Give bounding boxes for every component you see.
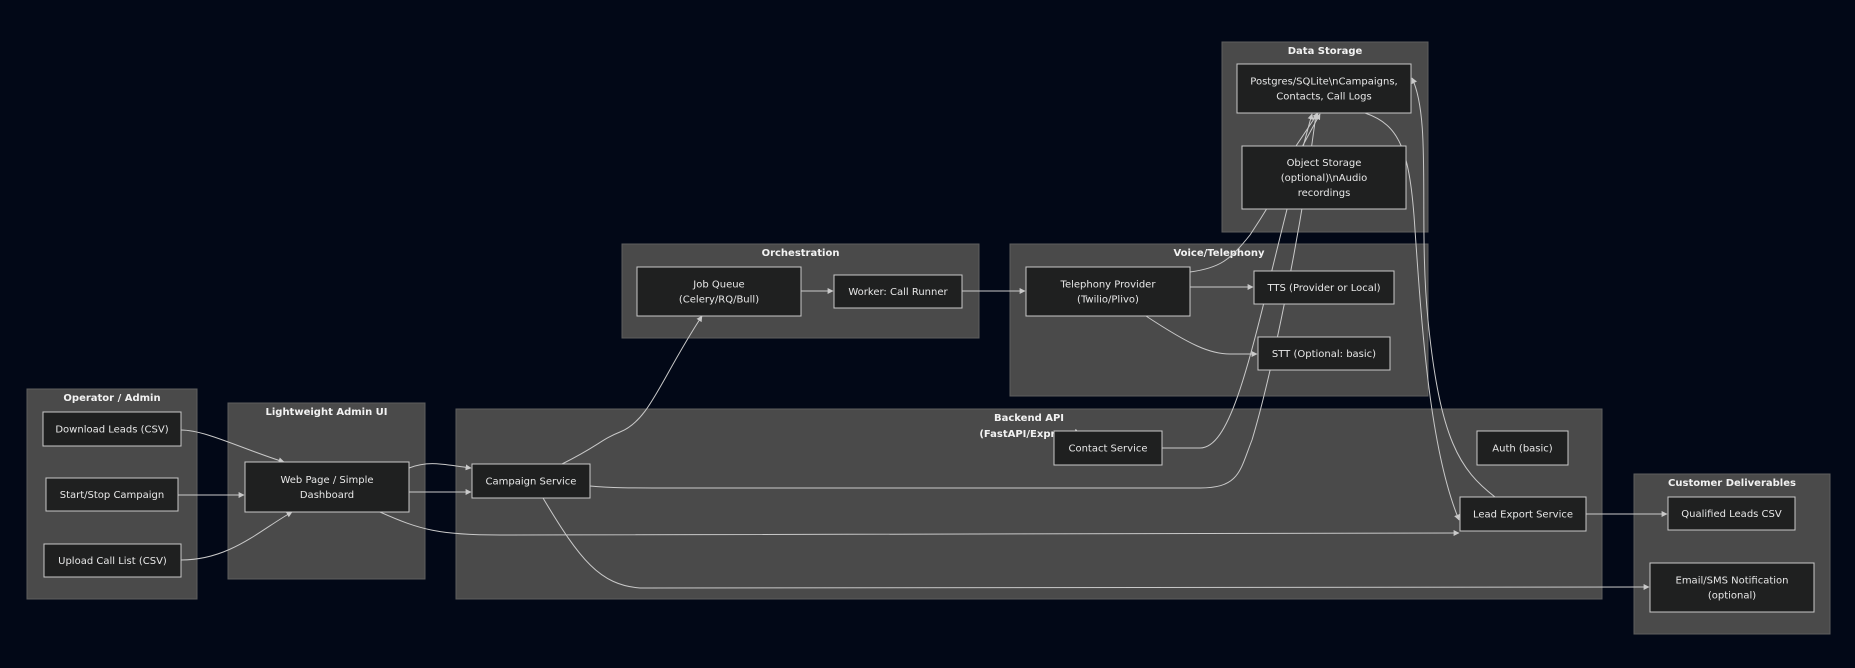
node-job_queue-label: (Celery/RQ/Bull)	[679, 295, 759, 306]
cluster-backend-box	[455, 408, 1603, 600]
node-object_storage-box[interactable]	[1241, 145, 1407, 210]
edges-layer	[178, 77, 1668, 591]
node-contact_service-label: Contact Service	[1068, 444, 1147, 455]
node-tts-label: TTS (Provider or Local)	[1266, 283, 1380, 294]
node-download_leads-box[interactable]	[42, 411, 182, 447]
edge-telephony-to-stt	[1145, 315, 1258, 357]
node-web_page-label: Web Page / Simple	[280, 475, 373, 486]
node-upload_call_list[interactable]: Upload Call List (CSV)	[43, 543, 182, 578]
edge-postgres-to-lead_export	[1364, 112, 1460, 521]
node-tts-box[interactable]	[1253, 270, 1395, 305]
node-email_sms-label: (optional)	[1708, 591, 1756, 602]
cluster-orchestration-title: Orchestration	[762, 248, 840, 259]
node-qualified_csv-label: Qualified Leads CSV	[1681, 509, 1782, 520]
edge-campaign_service-to-job_queue	[561, 315, 703, 465]
edge-web_page-to-lead_export	[379, 511, 1460, 537]
node-auth-box[interactable]	[1476, 430, 1569, 466]
node-download_leads[interactable]: Download Leads (CSV)	[42, 411, 182, 447]
node-lead_export-label: Lead Export Service	[1473, 510, 1573, 521]
cluster-backend-title: Backend API	[994, 413, 1064, 424]
edge-telephony-to-postgres	[1189, 113, 1321, 273]
node-stt-box[interactable]	[1257, 336, 1391, 371]
node-postgres-label: Contacts, Call Logs	[1276, 92, 1371, 103]
nodes-layer: Download Leads (CSV) Start/Stop CampaignU…	[42, 63, 1815, 613]
node-email_sms[interactable]: Email/SMS Notification (optional)	[1649, 562, 1815, 613]
edge-campaign_service-to-email_sms	[542, 497, 1650, 591]
node-telephony-box[interactable]	[1025, 266, 1191, 317]
edge-campaign_service-to-postgres	[589, 113, 1319, 489]
node-start_stop-box[interactable]	[45, 477, 179, 512]
cluster-operator-title: Operator / Admin	[63, 393, 160, 404]
edge-web_page-to-campaign_service	[408, 463, 472, 471]
node-auth-label: Auth (basic)	[1492, 444, 1552, 455]
node-postgres-box[interactable]	[1236, 63, 1412, 114]
node-worker-box[interactable]	[833, 274, 963, 309]
node-start_stop[interactable]: Start/Stop Campaign	[45, 477, 179, 512]
node-stt-label: STT (Optional: basic)	[1272, 349, 1376, 360]
node-upload_call_list-label: Upload Call List (CSV)	[58, 556, 167, 567]
cluster-deliverables-title: Customer Deliverables	[1668, 478, 1796, 489]
cluster-adminui-title: Lightweight Admin UI	[265, 407, 387, 418]
node-qualified_csv[interactable]: Qualified Leads CSV	[1667, 496, 1796, 531]
node-start_stop-label: Start/Stop Campaign	[60, 490, 165, 501]
edge-upload_call_list-to-web_page	[180, 511, 293, 561]
node-postgres[interactable]: Postgres/SQLite\nCampaigns, Contacts, Cal…	[1236, 63, 1412, 114]
node-contact_service[interactable]: Contact Service	[1053, 430, 1163, 466]
node-campaign_service[interactable]: Campaign Service	[471, 463, 591, 499]
node-upload_call_list-box[interactable]	[43, 543, 182, 578]
node-web_page-label: Dashboard	[300, 490, 354, 501]
node-campaign_service-box[interactable]	[471, 463, 591, 499]
node-object_storage-label: (optional)\nAudio	[1281, 173, 1367, 184]
node-stt[interactable]: STT (Optional: basic)	[1257, 336, 1391, 371]
cluster-storage-title: Data Storage	[1288, 46, 1363, 57]
node-object_storage[interactable]: Object Storage (optional)\nAudio recording…	[1241, 145, 1407, 210]
node-email_sms-label: Email/SMS Notification	[1676, 576, 1789, 587]
node-job_queue-label: Job Queue	[692, 280, 744, 291]
node-worker-label: Worker: Call Runner	[848, 287, 948, 298]
node-postgres-label: Postgres/SQLite\nCampaigns,	[1250, 77, 1397, 88]
node-lead_export-box[interactable]	[1459, 496, 1587, 532]
cluster-backend: Backend API (FastAPI/Express)	[455, 408, 1603, 600]
node-tts[interactable]: TTS (Provider or Local)	[1253, 270, 1395, 305]
node-telephony-label: (Twilio/Plivo)	[1077, 295, 1139, 306]
node-campaign_service-label: Campaign Service	[486, 477, 577, 488]
node-download_leads-label: Download Leads (CSV)	[55, 425, 168, 436]
node-contact_service-box[interactable]	[1053, 430, 1163, 466]
node-telephony[interactable]: Telephony Provider (Twilio/Plivo)	[1025, 266, 1191, 317]
node-email_sms-box[interactable]	[1649, 562, 1815, 613]
node-auth[interactable]: Auth (basic)	[1476, 430, 1569, 466]
node-object_storage-label: Object Storage	[1287, 158, 1362, 169]
node-qualified_csv-box[interactable]	[1667, 496, 1796, 531]
node-lead_export[interactable]: Lead Export Service	[1459, 496, 1587, 532]
node-object_storage-label: recordings	[1298, 188, 1351, 199]
node-job_queue[interactable]: Job Queue (Celery/RQ/Bull)	[636, 266, 802, 317]
node-web_page-box[interactable]	[244, 461, 410, 513]
cluster-voice-title: Voice/Telephony	[1173, 248, 1265, 259]
node-telephony-label: Telephony Provider	[1060, 280, 1157, 291]
cluster-backend-title: (FastAPI/Express)	[979, 429, 1078, 440]
node-worker[interactable]: Worker: Call Runner	[833, 274, 963, 309]
edge-download_leads-to-web_page	[180, 429, 285, 464]
edge-lead_export-to-postgres	[1411, 77, 1496, 498]
node-job_queue-box[interactable]	[636, 266, 802, 317]
